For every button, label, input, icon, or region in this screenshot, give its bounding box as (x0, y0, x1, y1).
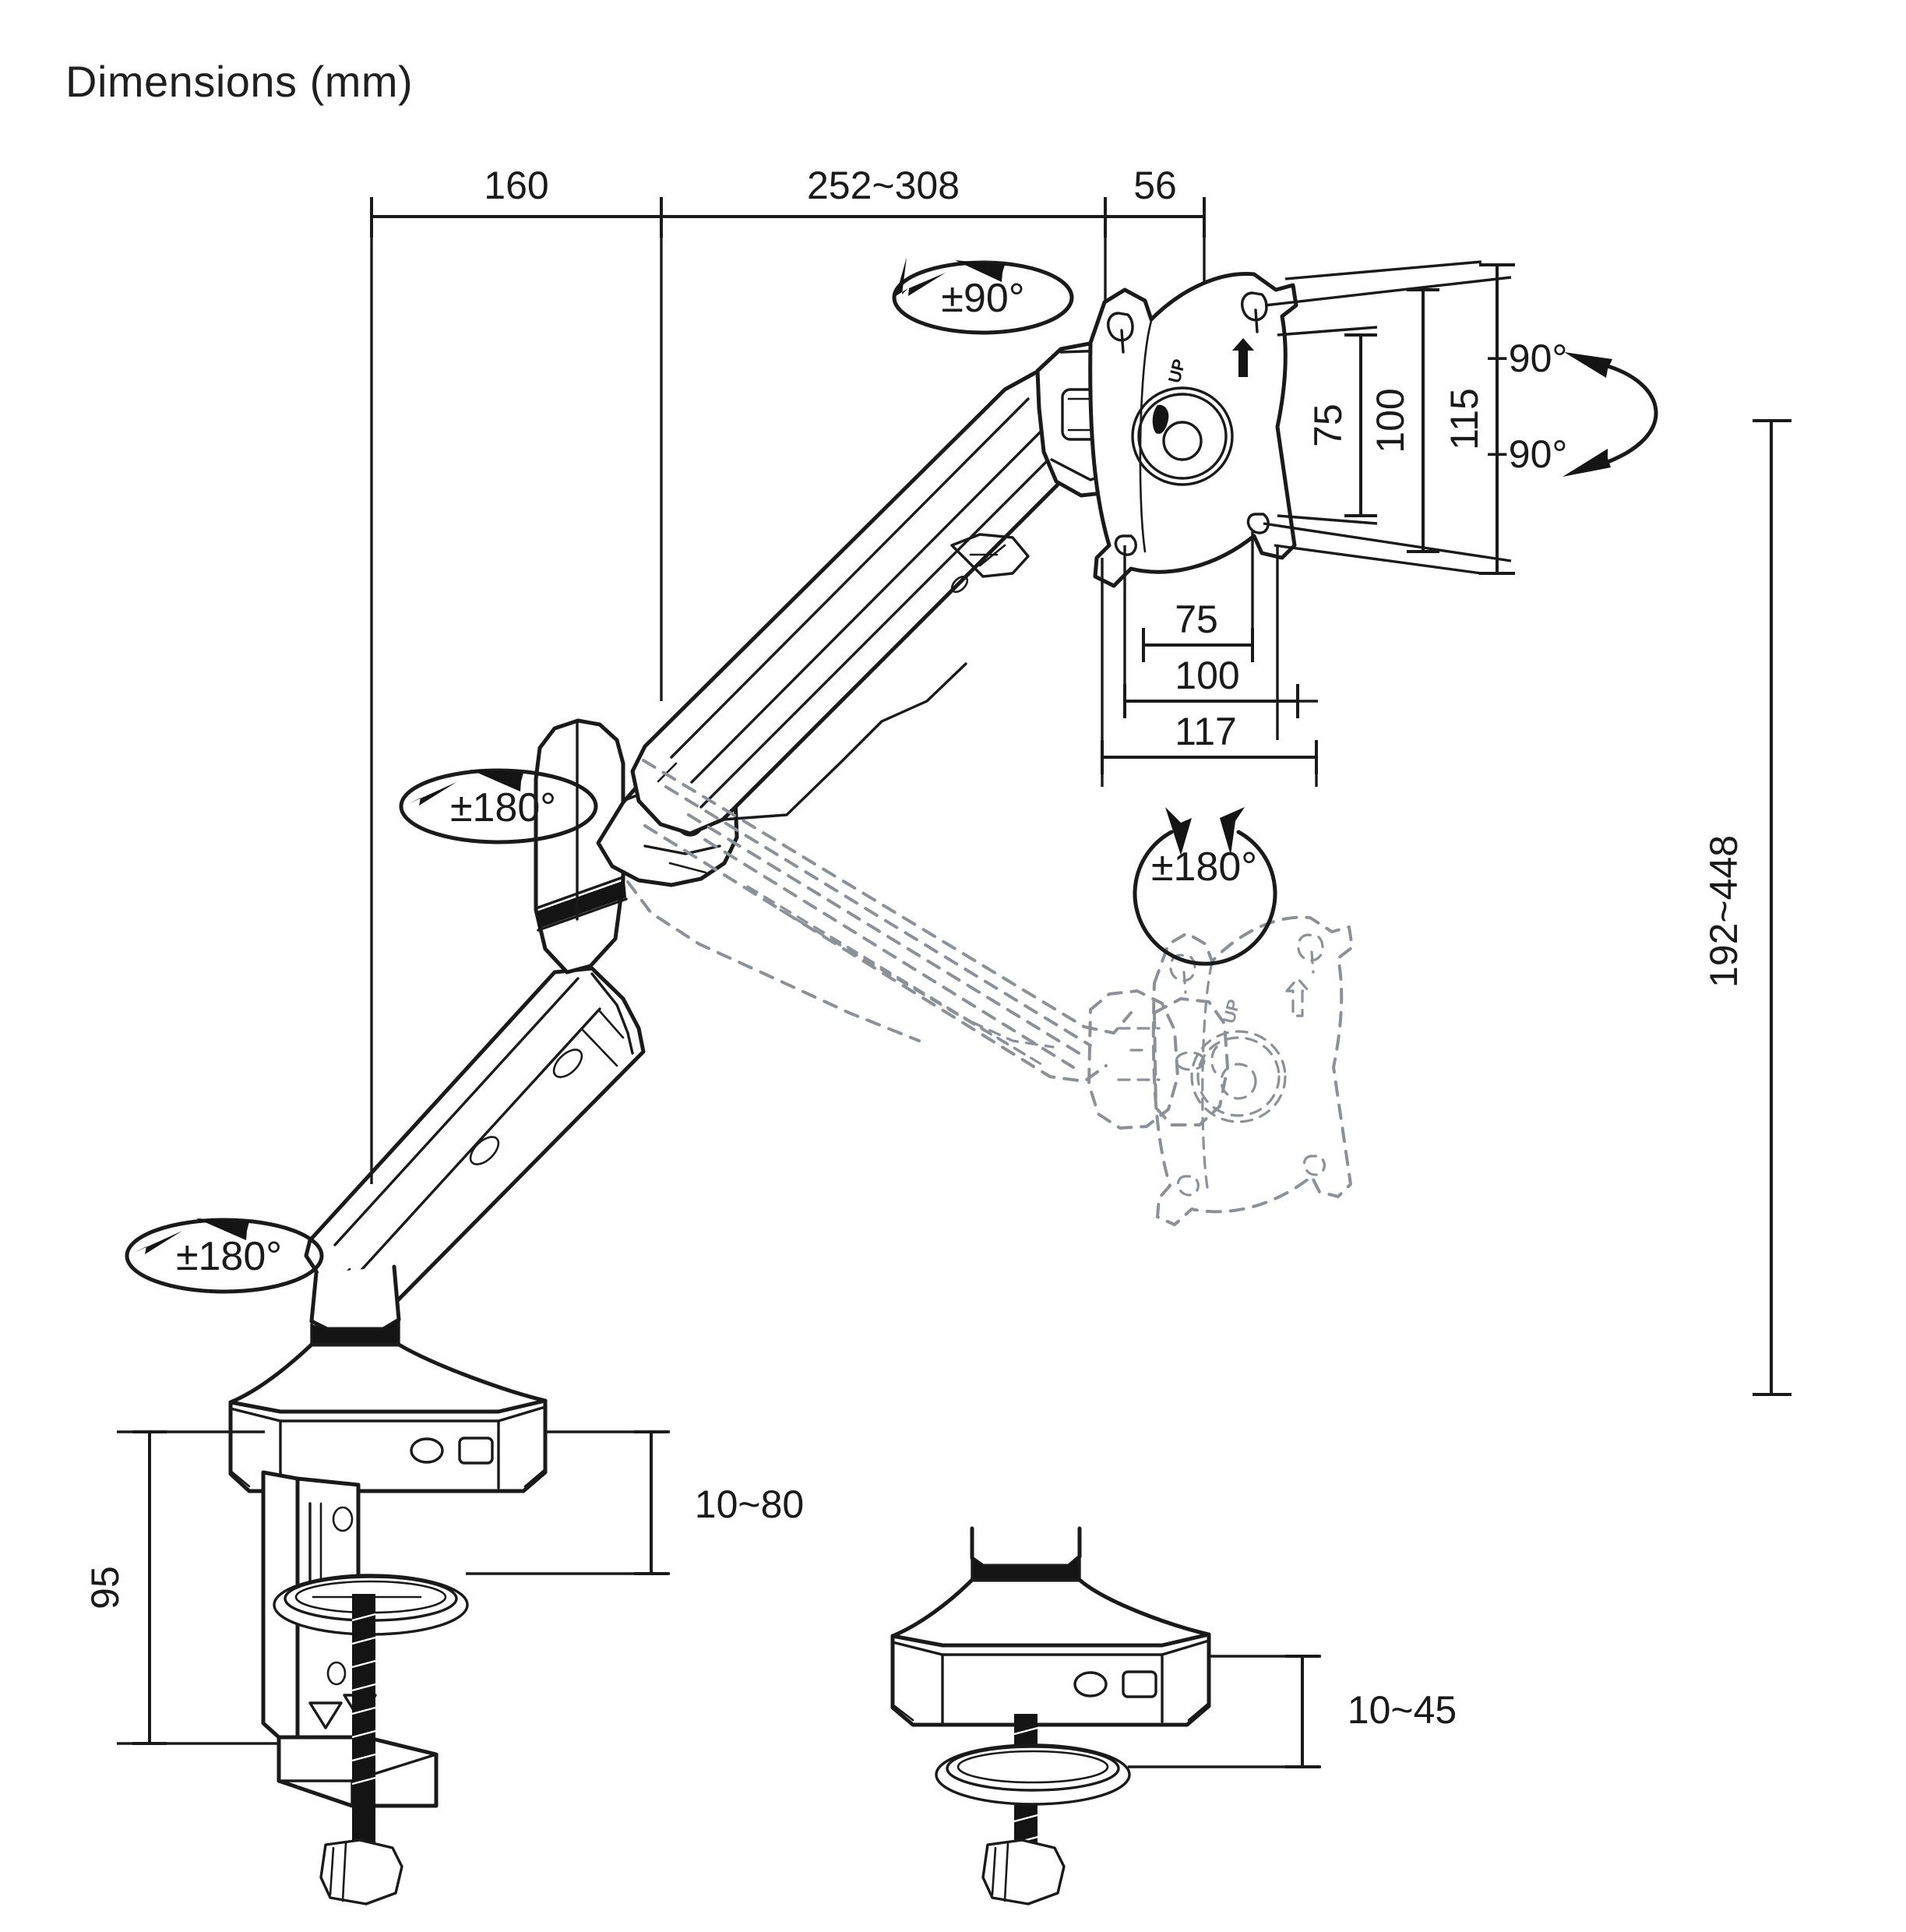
height-range-dimension: 192~448 (1702, 419, 1791, 1396)
grommet-dimension: 10~45 (1128, 1655, 1457, 1768)
badge-base-rotation-label: ±180° (176, 1234, 282, 1279)
dim-95-label: 95 (83, 1566, 127, 1609)
dim-192-448-label: 192~448 (1702, 835, 1746, 988)
clamp-dimensions: 95 10~80 (83, 1430, 804, 1745)
desk-clamp-base (228, 1264, 548, 1906)
badge-base-rotation: ±180° (125, 1218, 324, 1294)
badge-head-rotation: ±90° (892, 257, 1074, 335)
dim-10-45-label: 10~45 (1348, 1688, 1457, 1732)
vesa-horizontal-dimensions: 75 100 117 (1101, 530, 1318, 787)
up-arrow-icon (1232, 338, 1254, 377)
dim-vesa-v-75-label: 75 (1306, 404, 1350, 447)
dim-56-label: 56 (1133, 164, 1177, 207)
dim-160-label: 160 (484, 164, 548, 207)
badge-elbow-rotation: ±180° (399, 768, 598, 844)
dim-vesa-h-100-label: 100 (1175, 654, 1239, 697)
dim-252-308-label: 252~308 (807, 164, 960, 207)
dim-vesa-v-100-label: 100 (1369, 388, 1412, 453)
badge-elbow-rotation-label: ±180° (450, 785, 556, 830)
ghost-lowered-position: UP (626, 759, 1354, 1226)
dim-vesa-h-75-label: 75 (1175, 598, 1218, 641)
badge-head-rotation-label: ±90° (941, 276, 1024, 321)
top-dimension-row: 160 252~308 56 (370, 164, 1206, 1137)
dim-10-80-label: 10~80 (695, 1482, 804, 1526)
vesa-vertical-dimensions: 115 100 75 (1263, 260, 1515, 575)
page-title: Dimensions (mm) (65, 57, 414, 106)
grommet-mount-base (890, 1526, 1211, 1906)
tilt-down-label: −90° (1486, 432, 1568, 476)
tilt-indicator: +90° −90° (1486, 337, 1658, 477)
monitor-arm-assembly (304, 340, 1185, 1319)
vesa-plate: UP (1088, 272, 1298, 588)
badge-head-swivel: ±180° (1133, 807, 1277, 966)
ghost-up-marking-label: UP (1219, 997, 1244, 1025)
dim-115-label: 115 (1443, 388, 1486, 450)
tilt-up-label: +90° (1486, 337, 1568, 380)
badge-head-swivel-label: ±180° (1151, 844, 1257, 890)
dim-117-label: 117 (1175, 710, 1237, 753)
